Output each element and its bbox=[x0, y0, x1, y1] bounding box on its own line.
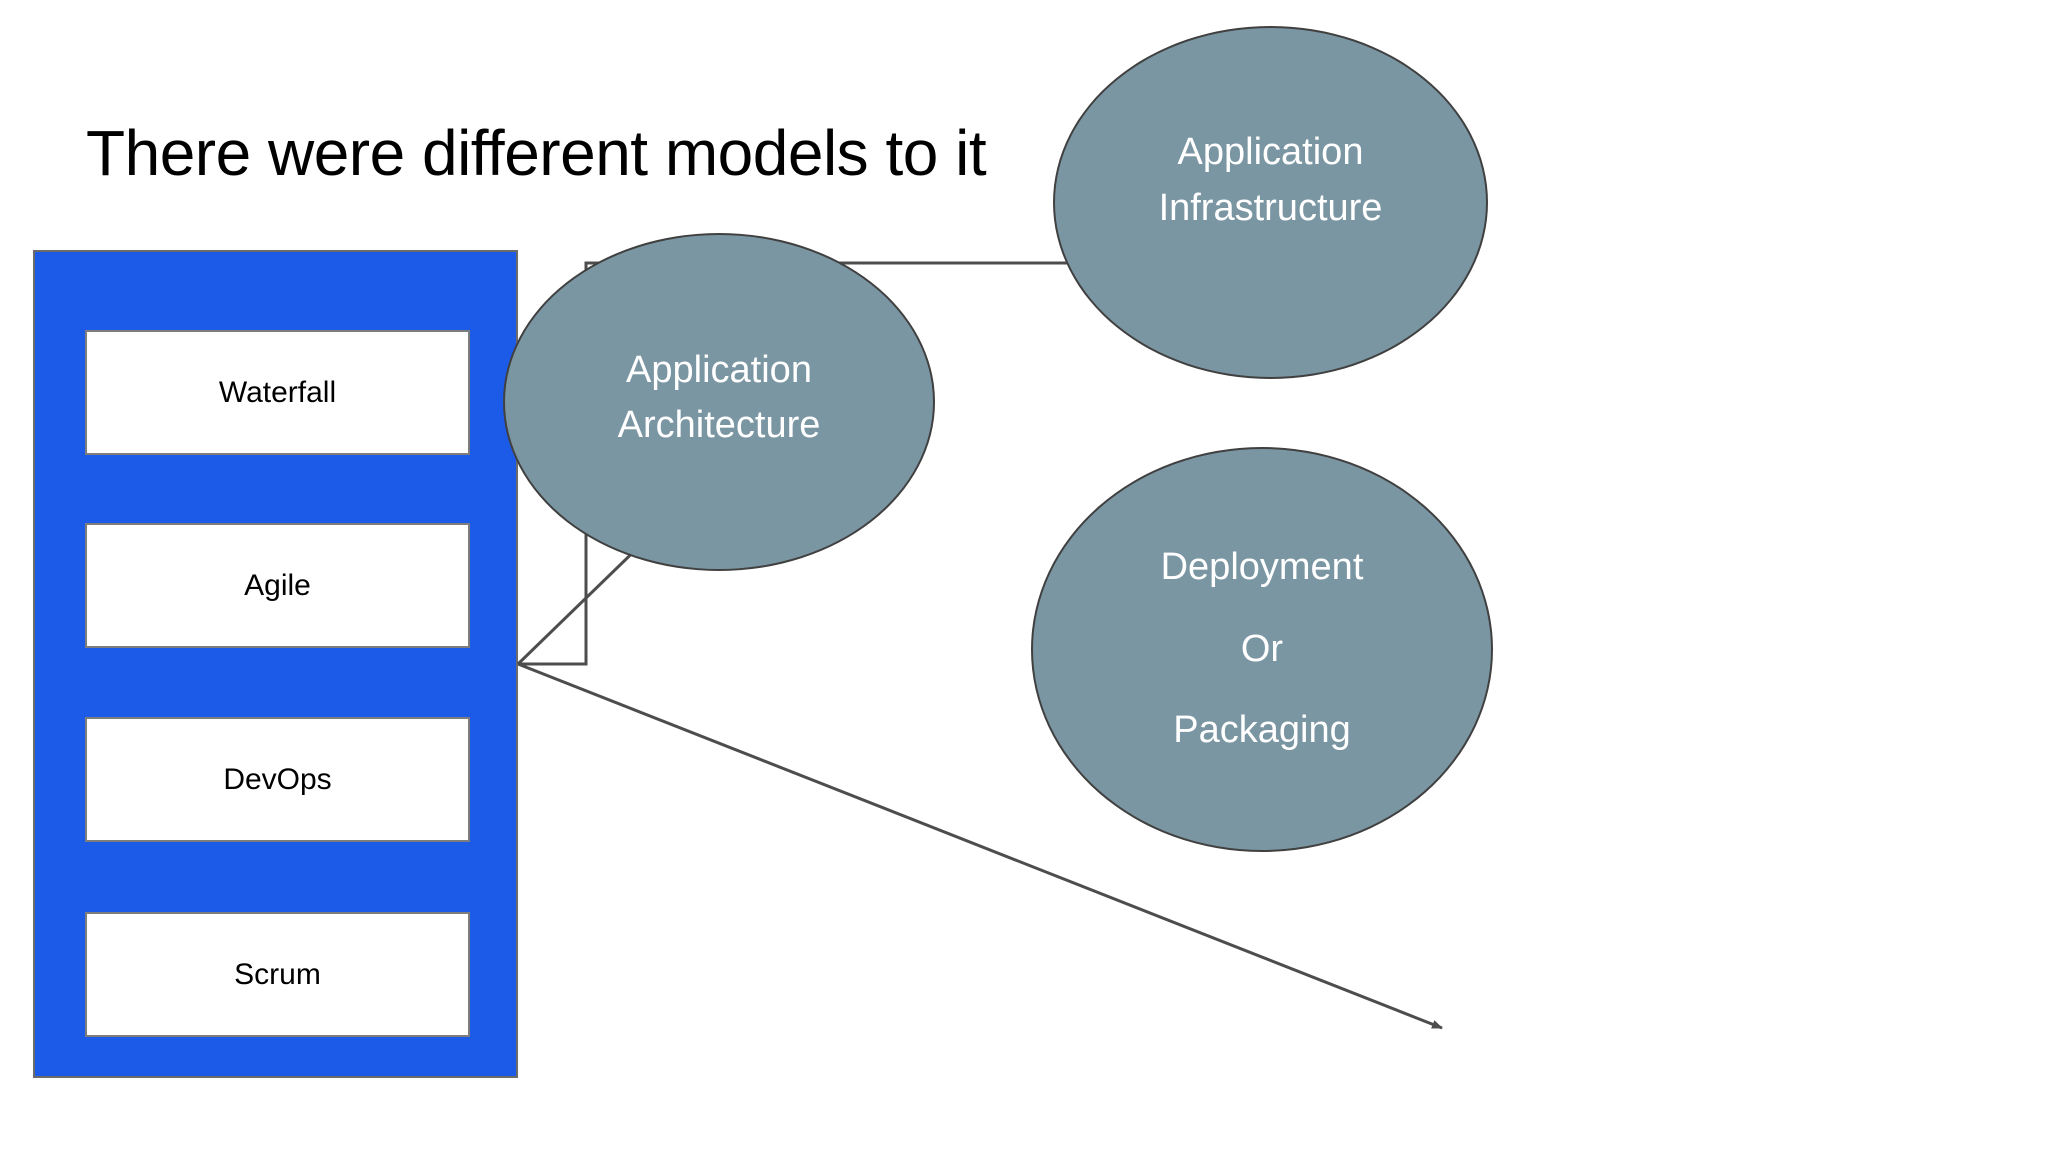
model-label: DevOps bbox=[223, 762, 332, 796]
page-title: There were different models to it bbox=[86, 117, 987, 189]
model-box-agile[interactable]: Agile bbox=[85, 523, 470, 648]
node-label-line: Application bbox=[626, 348, 812, 391]
model-label: Scrum bbox=[234, 957, 321, 991]
node-label-line: Infrastructure bbox=[1158, 186, 1383, 229]
node-application-architecture[interactable]: Application Architecture bbox=[503, 233, 935, 571]
model-label: Agile bbox=[244, 568, 311, 602]
node-label-line: Application bbox=[1177, 131, 1364, 174]
model-box-scrum[interactable]: Scrum bbox=[85, 912, 470, 1037]
model-box-waterfall[interactable]: Waterfall bbox=[85, 330, 470, 455]
node-application-infrastructure[interactable]: Application Infrastructure bbox=[1053, 26, 1488, 379]
node-label-line: Packaging bbox=[1173, 709, 1351, 752]
node-deployment-or-packaging[interactable]: Deployment Or Packaging bbox=[1031, 447, 1493, 852]
node-label-line: Deployment bbox=[1160, 545, 1364, 588]
node-label-line: Architecture bbox=[617, 404, 821, 446]
models-panel: Waterfall Agile DevOps Scrum bbox=[33, 250, 518, 1078]
node-label-group: Application Architecture bbox=[618, 343, 821, 453]
node-label-group: Application Infrastructure bbox=[1159, 125, 1383, 235]
model-box-devops[interactable]: DevOps bbox=[85, 717, 470, 842]
node-label-line: Or bbox=[1240, 627, 1284, 670]
model-label: Waterfall bbox=[218, 375, 337, 409]
node-label-group: Deployment Or Packaging bbox=[1161, 527, 1364, 772]
